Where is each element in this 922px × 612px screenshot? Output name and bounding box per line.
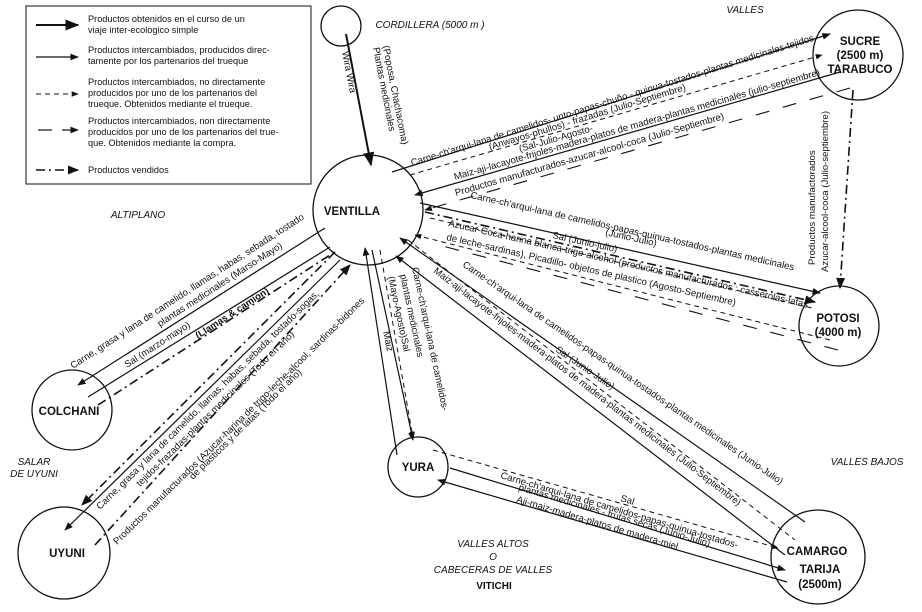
edge-line <box>414 71 841 197</box>
edge-line <box>81 251 336 506</box>
legend-item-direct-exchange: Productos intercambiados, producidos dir… <box>36 45 270 66</box>
region-valles-altos: O <box>489 552 497 563</box>
legend-text: trueque. Obtenidos mediante el trueque. <box>88 99 252 109</box>
legend-text: Productos vendidos <box>88 165 169 175</box>
node-colchani: COLCHANI <box>31 369 113 451</box>
edge-label: Productos manufacturados (Azucar-harina … <box>111 295 367 547</box>
edge-line <box>409 54 823 176</box>
edge-line <box>94 264 351 546</box>
legend-text: producidos por uno de los partenarios de… <box>88 88 257 98</box>
edge-line <box>449 467 786 572</box>
node-label: POTOSI <box>816 313 859 325</box>
legend: Productos obtenidos en el curso de un vi… <box>25 5 312 185</box>
node-ventilla: VENTILLA <box>312 154 424 266</box>
region-altiplano: ALTIPLANO <box>110 210 165 221</box>
node-label: UYUNI <box>49 548 85 560</box>
edge-label: Sal <box>619 493 635 507</box>
edge-line <box>836 89 854 290</box>
edge-line <box>379 249 415 439</box>
node-label: (4000 m) <box>815 327 862 339</box>
region-vitichi: VITICHI <box>476 581 512 592</box>
legend-text: Productos intercambiados, producidos dir… <box>88 45 270 55</box>
edge-line <box>77 227 326 386</box>
edge-ventilla-sucre: Carne-ch'arqui-lana de camelidos- unto-p… <box>391 33 851 212</box>
edge-line <box>424 87 851 212</box>
node-sucre: SUCRE (2500 m) TARABUCO <box>812 9 904 101</box>
legend-item-purchase-obtained: Productos intercambiados, non directamen… <box>38 116 279 148</box>
edge-label: plantas medicinales - frutas secas (Juni… <box>517 482 711 549</box>
node-label: VENTILLA <box>324 206 380 218</box>
edge-line <box>362 247 398 456</box>
edge-line <box>399 237 806 523</box>
region-valles-altos: VALLES ALTOS <box>457 539 529 550</box>
legend-text: Productos intercambiados, non directamen… <box>88 116 270 126</box>
node-yura: YURA <box>387 436 449 498</box>
node-label: COLCHANI <box>39 406 100 418</box>
legend-text: Productos intercambiados, no directament… <box>88 77 265 87</box>
edge-line <box>437 478 788 583</box>
region-valles: VALLES <box>726 5 764 16</box>
edge-line <box>64 259 341 531</box>
edge-line <box>407 239 796 541</box>
region-salar: SALAR <box>18 457 51 468</box>
edge-label: Productos manufactorados <box>807 150 818 265</box>
node-label: TARIJA <box>800 564 841 576</box>
node-uyuni: UYUNI <box>17 506 111 600</box>
edge-line <box>432 449 779 549</box>
node-label: CAMARGO <box>787 546 848 558</box>
legend-text: viaje inter-ecologico simple <box>88 25 198 35</box>
edge-line <box>414 233 831 341</box>
legend-text: producidos por uno de los partenarios de… <box>88 127 279 137</box>
legend-item-barter-obtained: Productos intercambiados, no directament… <box>36 77 265 109</box>
edge-label: Maiz-aji-lacayote-frijoles-madera-platos… <box>453 68 821 183</box>
edge-line <box>419 202 821 295</box>
legend-text: que. Obtenidos mediante la compra. <box>88 138 236 148</box>
edge-label: Maiz-aji-lacayote-frijoles-madera-platos… <box>431 266 743 509</box>
node-camargo: CAMARGO TARIJA (2500m) <box>770 509 866 605</box>
edge-label: Wira Wira <box>339 50 358 94</box>
region-valles-bajos: VALLES BAJOS <box>831 457 904 468</box>
edge-line <box>87 246 331 398</box>
node-label: YURA <box>402 462 435 474</box>
legend-item-sold: Productos vendidos <box>36 165 169 175</box>
region-salar: DE UYUNI <box>10 469 58 480</box>
edge-line <box>345 33 375 167</box>
legend-text: Productos obtenidos en el curso de un <box>88 14 245 24</box>
region-cordillera: CORDILLERA (5000 m ) <box>375 20 484 31</box>
edge-line <box>97 254 331 406</box>
node-cordillera <box>320 5 362 47</box>
node-label: SUCRE <box>840 36 881 48</box>
edge-sucre-potosi: Productos manufactorados Azucar-alcool-c… <box>807 89 854 290</box>
node-potosi: POTOSI (4000 m) <box>798 285 880 367</box>
edge-line <box>429 217 813 309</box>
edge-label: Maiz <box>380 330 395 352</box>
region-valles-altos: CABECERAS DE VALLES <box>434 565 553 576</box>
edge-line <box>395 255 786 556</box>
edge-cordillera-ventilla: Plantas medicinales (Poposa, Chachacoma)… <box>339 33 410 167</box>
node-label: (2500m) <box>798 579 842 591</box>
edge-label: Azucar-alcool-coca (Julio-septiembre) <box>820 111 831 272</box>
node-label: TARABUCO <box>828 64 893 76</box>
legend-text: tamente por los partenarios del trueque <box>88 56 248 66</box>
legend-item-inter-ecological-trip: Productos obtenidos en el curso de un vi… <box>36 14 245 35</box>
edge-line <box>371 249 415 441</box>
edge-line <box>391 33 831 173</box>
node-label: (2500 m) <box>837 50 884 62</box>
edge-line <box>434 243 839 351</box>
